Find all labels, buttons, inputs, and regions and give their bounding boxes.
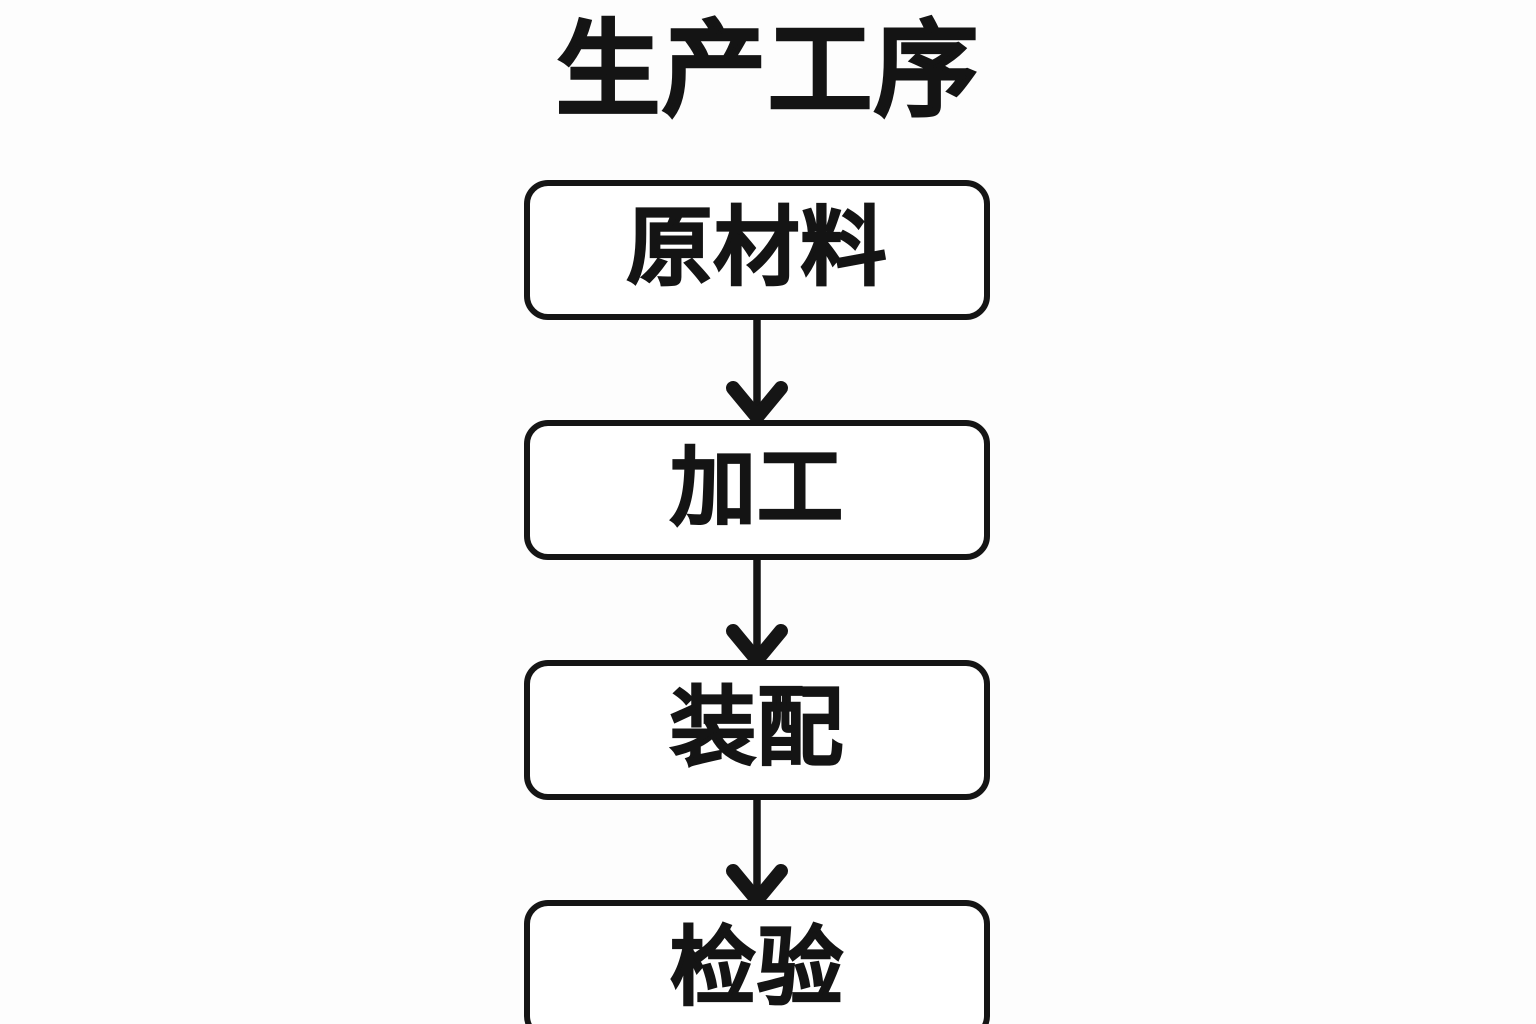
- arrow-down-icon: [726, 318, 788, 422]
- flow-node-label: 原材料: [626, 198, 888, 298]
- arrow-down-icon: [726, 798, 788, 902]
- connector-arrow-2: [705, 558, 809, 662]
- flow-node-assembly[interactable]: 装配: [524, 660, 990, 800]
- connector-arrow-3: [705, 798, 809, 902]
- flow-node-processing[interactable]: 加工: [524, 420, 990, 560]
- flow-node-label: 加工: [669, 438, 844, 538]
- flow-node-label: 检验: [669, 918, 844, 1018]
- connector-arrow-1: [705, 318, 809, 422]
- arrow-down-icon: [726, 558, 788, 662]
- flow-node-raw-material[interactable]: 原材料: [524, 180, 990, 320]
- flow-node-inspection[interactable]: 检验: [524, 900, 990, 1024]
- page-title: 生产工序: [555, 9, 980, 131]
- flow-node-label: 装配: [669, 678, 844, 778]
